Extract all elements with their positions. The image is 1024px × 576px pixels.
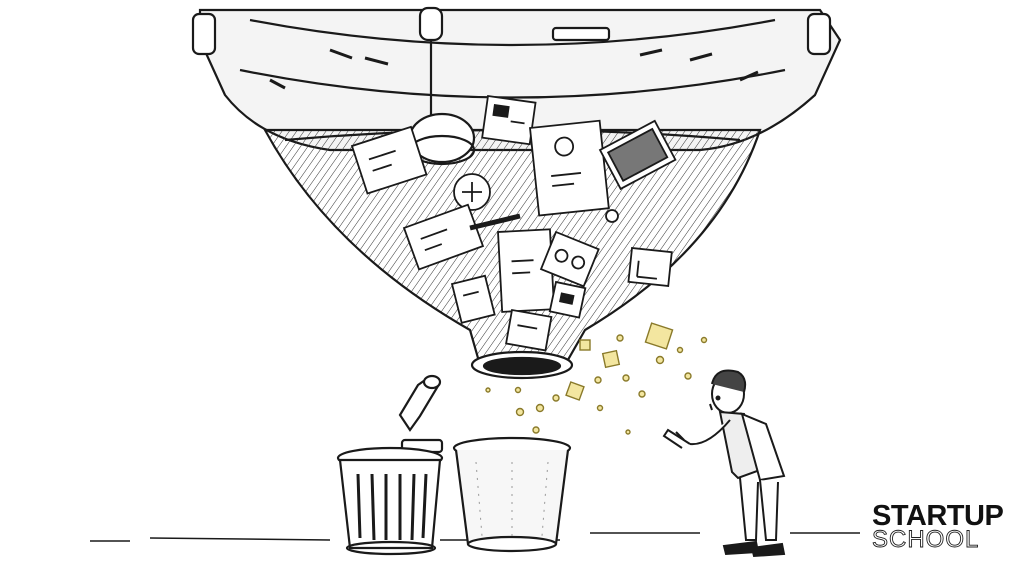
document-card (481, 94, 537, 146)
document-card (450, 274, 496, 324)
document-card (627, 247, 673, 287)
falling-documents (350, 94, 677, 352)
document-card (505, 308, 553, 352)
person-icon (662, 369, 786, 558)
logo-line-2: SCHOOL (872, 526, 980, 553)
trash-can-icon (336, 438, 444, 556)
sparkle-particles (485, 322, 708, 435)
document-card (539, 230, 600, 288)
startup-school-logo: STARTUP SCHOOL (872, 502, 1006, 552)
document-card (529, 119, 610, 217)
document-card (548, 280, 587, 319)
bin-lid-icon (398, 374, 442, 432)
open-bin-icon (452, 436, 572, 553)
tablet-icon (598, 119, 677, 191)
target-icon (453, 173, 491, 211)
logo-line-1: STARTUP (872, 500, 1004, 532)
document-card (350, 125, 428, 195)
